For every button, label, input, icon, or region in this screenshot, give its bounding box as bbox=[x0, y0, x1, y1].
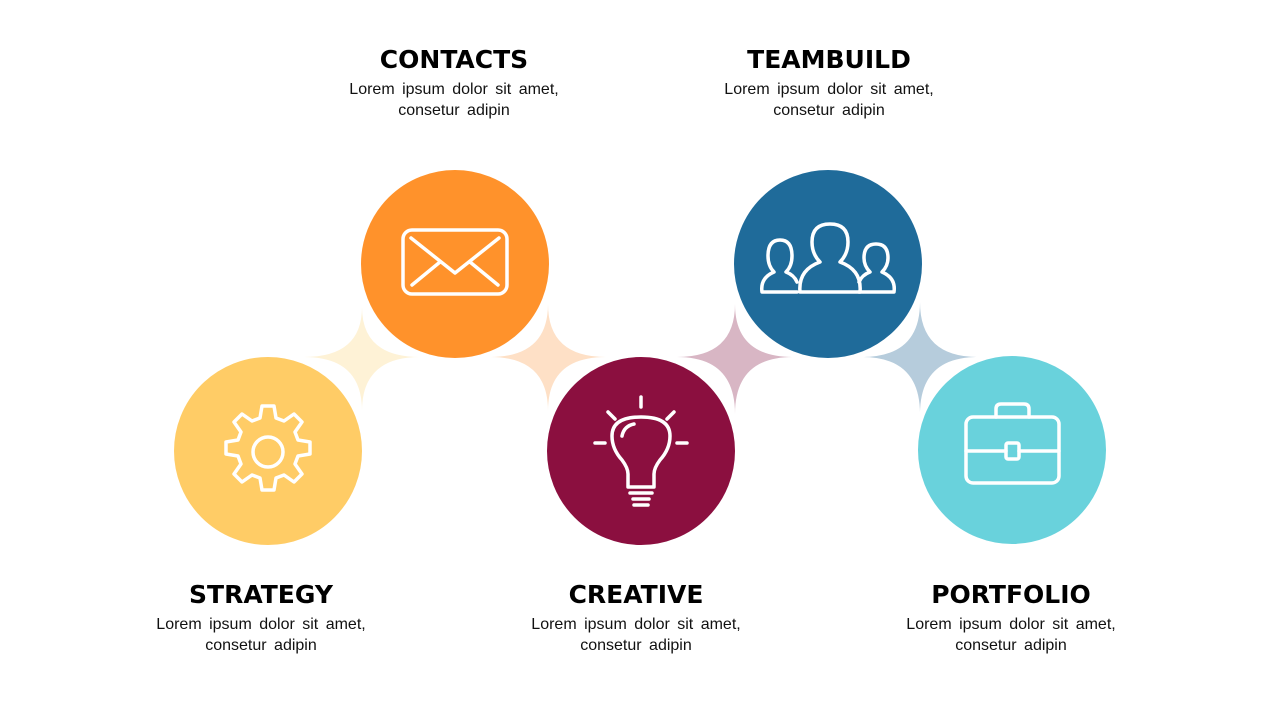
step-teambuild bbox=[728, 164, 928, 364]
step-title: CREATIVE bbox=[568, 580, 704, 609]
step-description: Lorem ipsum dolor sit amet, consetur adi… bbox=[506, 614, 766, 656]
step-title: PORTFOLIO bbox=[931, 580, 1091, 609]
step-contacts-text: CONTACTS Lorem ipsum dolor sit amet, con… bbox=[324, 45, 584, 121]
gear-icon bbox=[224, 404, 312, 492]
step-portfolio-text: PORTFOLIO Lorem ipsum dolor sit amet, co… bbox=[881, 580, 1141, 656]
connector-2 bbox=[490, 304, 606, 411]
step-description: Lorem ipsum dolor sit amet, consetur adi… bbox=[699, 79, 959, 121]
step-description-line: Lorem ipsum dolor sit amet, bbox=[156, 616, 366, 633]
step-title: TEAMBUILD bbox=[747, 45, 911, 74]
step-description-line: Lorem ipsum dolor sit amet, bbox=[349, 81, 559, 98]
step-description-line: Lorem ipsum dolor sit amet, bbox=[906, 616, 1116, 633]
connector-1 bbox=[304, 307, 420, 411]
connector-4 bbox=[862, 302, 978, 414]
step-description-line: Lorem ipsum dolor sit amet, bbox=[531, 616, 741, 633]
step-teambuild-text: TEAMBUILD Lorem ipsum dolor sit amet, co… bbox=[699, 45, 959, 121]
briefcase-icon bbox=[964, 402, 1061, 485]
connector-3 bbox=[677, 304, 793, 414]
step-title: STRATEGY bbox=[189, 580, 333, 609]
step-description-line: consetur adipin bbox=[205, 637, 317, 654]
team-icon bbox=[760, 222, 896, 294]
step-description-line: Lorem ipsum dolor sit amet, bbox=[724, 81, 934, 98]
step-description-line: consetur adipin bbox=[773, 102, 885, 119]
step-description: Lorem ipsum dolor sit amet, consetur adi… bbox=[324, 79, 584, 121]
step-description-line: consetur adipin bbox=[398, 102, 510, 119]
step-title: CONTACTS bbox=[379, 45, 529, 74]
step-portfolio bbox=[912, 350, 1112, 550]
step-description: Lorem ipsum dolor sit amet, consetur adi… bbox=[131, 614, 391, 656]
step-description-line: consetur adipin bbox=[955, 637, 1067, 654]
step-creative-text: CREATIVE Lorem ipsum dolor sit amet, con… bbox=[506, 580, 766, 656]
step-contacts bbox=[355, 164, 555, 364]
step-strategy-text: STRATEGY Lorem ipsum dolor sit amet, con… bbox=[131, 580, 391, 656]
step-description-line: consetur adipin bbox=[580, 637, 692, 654]
step-creative bbox=[541, 351, 741, 551]
envelope-icon bbox=[401, 228, 509, 296]
lightbulb-icon bbox=[593, 395, 689, 507]
step-strategy bbox=[168, 351, 368, 551]
step-description: Lorem ipsum dolor sit amet, consetur adi… bbox=[881, 614, 1141, 656]
